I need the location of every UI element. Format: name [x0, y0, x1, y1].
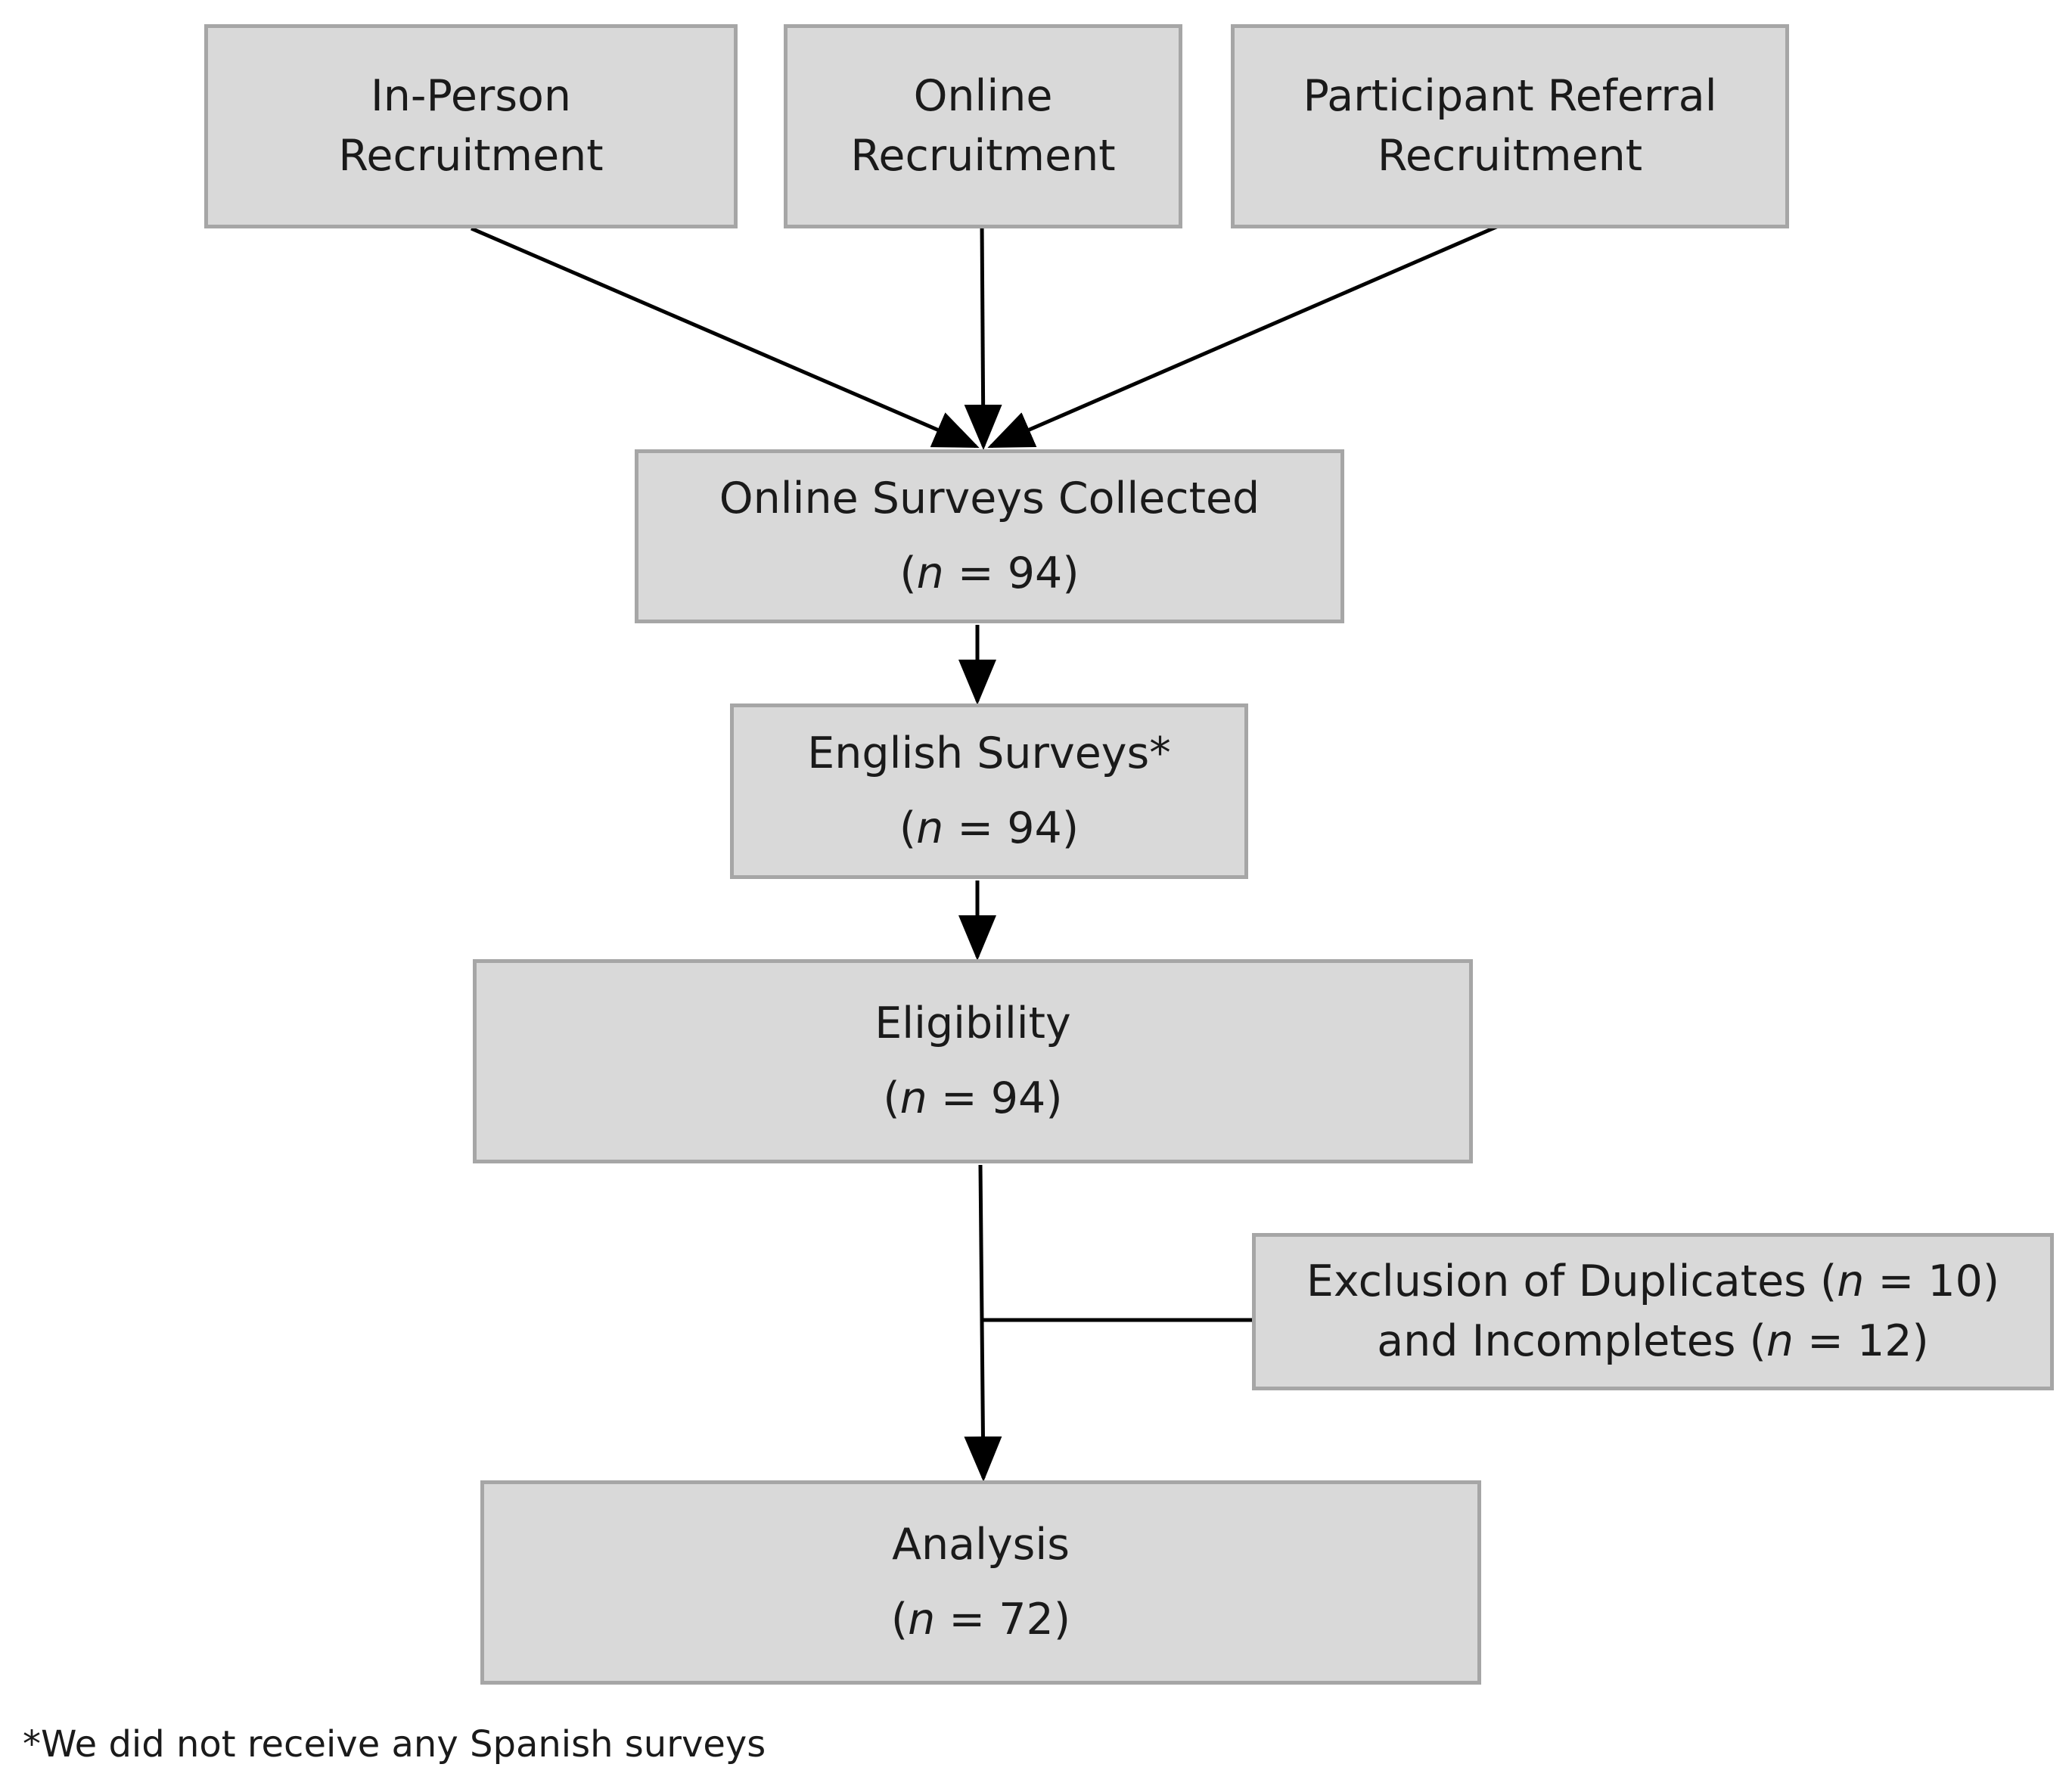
online-label-line2: Recruitment — [850, 131, 1116, 181]
footnote: *We did not receive any Spanish surveys — [23, 1723, 766, 1766]
referral-label-line1: Participant Referral — [1303, 71, 1717, 122]
collected-title: Online Surveys Collected — [719, 474, 1260, 524]
in-person-label-line2: Recruitment — [338, 131, 604, 181]
online-recruitment-box: Online Recruitment — [784, 24, 1182, 228]
eligibility-title: Eligibility — [874, 999, 1071, 1049]
in-person-label-line1: In-Person — [370, 71, 572, 122]
analysis-box: Analysis (n = 72) — [480, 1480, 1481, 1685]
english-count: (n = 94) — [899, 803, 1079, 853]
eligibility-count: (n = 94) — [883, 1073, 1063, 1123]
arrow-referral-to-collected — [987, 222, 1502, 449]
exclusion-box: Exclusion of Duplicates (n = 10) and Inc… — [1252, 1233, 2054, 1390]
analysis-count: (n = 72) — [890, 1595, 1071, 1645]
online-label-line1: Online — [913, 71, 1053, 122]
exclusion-line1: Exclusion of Duplicates (n = 10) — [1306, 1256, 2000, 1307]
online-surveys-collected-box: Online Surveys Collected (n = 94) — [635, 449, 1344, 623]
analysis-title: Analysis — [892, 1520, 1070, 1570]
arrow-inperson-to-collected — [471, 226, 980, 449]
eligibility-box: Eligibility (n = 94) — [473, 959, 1473, 1163]
participant-referral-recruitment-box: Participant Referral Recruitment — [1231, 24, 1789, 228]
english-title: English Surveys* — [807, 728, 1171, 779]
exclusion-line2: and Incompletes (n = 12) — [1377, 1316, 1929, 1366]
referral-label-line2: Recruitment — [1377, 131, 1643, 181]
english-surveys-box: English Surveys* (n = 94) — [730, 703, 1248, 879]
arrow-online-to-collected — [964, 222, 1002, 450]
collected-count: (n = 94) — [899, 548, 1079, 598]
in-person-recruitment-box: In-Person Recruitment — [204, 24, 738, 228]
